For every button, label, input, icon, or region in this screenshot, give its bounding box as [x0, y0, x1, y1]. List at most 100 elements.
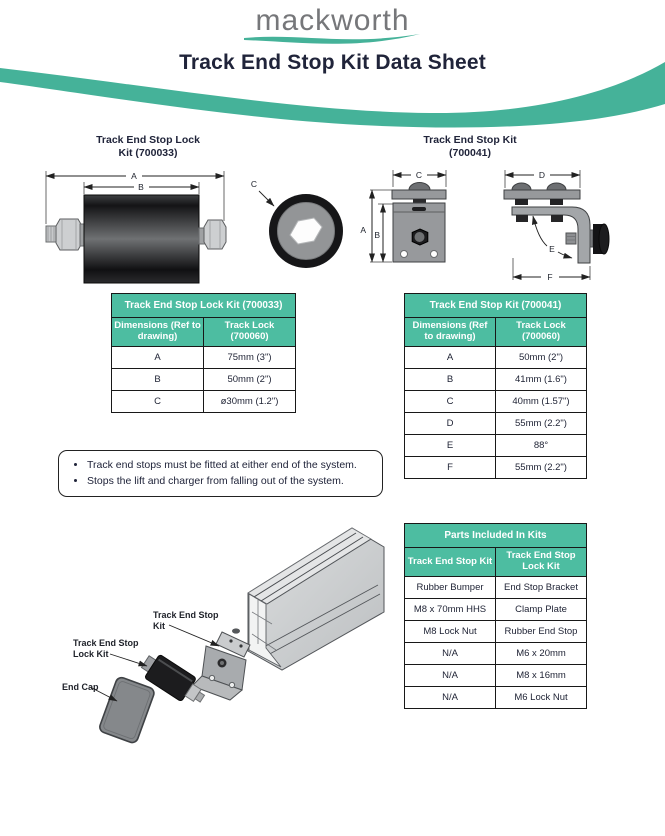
column-header-stop-kit: Track End Stop Kit: [404, 547, 496, 577]
end-cap: [99, 676, 155, 744]
notes-list: Track end stops must be fitted at either…: [59, 457, 382, 490]
table-cell: N/A: [404, 642, 496, 665]
note-item: Stops the lift and charger from falling …: [87, 473, 382, 489]
end-stop-bracket: [191, 628, 251, 701]
table-cell: M6 Lock Nut: [495, 686, 587, 709]
dome-bolt: [408, 182, 431, 191]
stop-kit-side-view: D E F: [503, 170, 610, 282]
stop-kit-drawing-title: Track End Stop Kit (700041): [370, 134, 570, 160]
table-cell: 40mm (1.57"): [495, 390, 587, 413]
dim-label-c: C: [251, 179, 257, 189]
top-plate-side: [503, 189, 581, 200]
lock-kit-drawing-title-line2: Kit (700033): [118, 147, 178, 159]
table-title: Parts Included In Kits: [404, 523, 587, 548]
table-cell: 55mm (2.2"): [495, 412, 587, 435]
lock-kit-dimensions-table: Track End Stop Lock Kit (700033) Dimensi…: [111, 293, 296, 413]
table-cell: B: [404, 368, 496, 391]
brand-logo: mackworth: [255, 4, 410, 37]
exploded-label-lock-kit-line1: Track End Stop: [73, 638, 139, 648]
table-title: Track End Stop Kit (700041): [404, 293, 587, 318]
stop-kit-front-view: C A B: [360, 170, 447, 263]
column-header-lock-kit: Track End Stop Lock Kit: [495, 547, 587, 577]
dim-label-b: B: [138, 182, 144, 192]
table-cell: Rubber Bumper: [404, 576, 496, 599]
lock-kit-leader-line: [109, 653, 148, 667]
right-bolt: [198, 219, 227, 250]
table-cell: N/A: [404, 664, 496, 687]
dim-label-a: A: [131, 171, 137, 181]
table-cell: End Stop Bracket: [495, 576, 587, 599]
column-header-dimensions: Dimensions (Ref to drawing): [111, 317, 204, 347]
column-header-track-lock: Track Lock (700060): [495, 317, 587, 347]
column-header-track-lock: Track Lock (700060): [203, 317, 296, 347]
table-cell: M8 x 16mm: [495, 664, 587, 687]
end-cap-leader-line: [89, 686, 118, 702]
dim-label-d: D: [539, 170, 545, 180]
header-wave: [0, 62, 665, 128]
c-leader-line: [258, 190, 275, 207]
stop-kit-drawing-title-line1: Track End Stop Kit: [423, 134, 517, 146]
rubber-cylinder: [83, 194, 200, 284]
table-cell: 41mm (1.6"): [495, 368, 587, 391]
lock-kit-drawing-title-line1: Track End Stop Lock: [96, 134, 200, 146]
stop-kit-drawing-title-line2: (700041): [448, 147, 492, 159]
exploded-label-end-cap: End Cap: [62, 682, 99, 692]
l-bracket: [511, 206, 591, 264]
table-cell: M6 x 20mm: [495, 642, 587, 665]
table-cell: M8 Lock Nut: [404, 620, 496, 643]
dim-label-f: F: [547, 272, 552, 282]
table-cell: C: [111, 390, 204, 413]
table-cell: F: [404, 456, 496, 479]
table-cell: C: [404, 390, 496, 413]
dim-label-c2: C: [416, 170, 422, 180]
stop-kit-dimensions-table: Track End Stop Kit (700041) Dimensions (…: [404, 293, 587, 479]
track-rail: [247, 527, 385, 671]
table-cell: 55mm (2.2"): [495, 456, 587, 479]
table-cell: D: [404, 412, 496, 435]
dim-label-e: E: [549, 244, 555, 254]
table-cell: 50mm (2"): [495, 346, 587, 369]
exploded-assembly-diagram: Track End Stop Kit Track End Stop Lock K…: [62, 527, 385, 744]
table-title: Track End Stop Lock Kit (700033): [111, 293, 296, 318]
lock-kit-side-view: A B: [45, 171, 343, 284]
table-cell: B: [111, 368, 204, 391]
table-cell: 75mm (3"): [203, 346, 296, 369]
note-item: Track end stops must be fitted at either…: [87, 457, 382, 473]
table-cell: Clamp Plate: [495, 598, 587, 621]
dim-label-a2: A: [360, 225, 366, 235]
logo-swoosh: [244, 34, 420, 44]
table-cell: M8 x 70mm HHS: [404, 598, 496, 621]
exploded-label-stop-kit-line2: Kit: [153, 621, 165, 631]
dim-label-b2: B: [374, 230, 380, 240]
notes-box: Track end stops must be fitted at either…: [58, 450, 383, 497]
rubber-end-stop: [565, 223, 610, 255]
exploded-label-stop-kit-line1: Track End Stop: [153, 610, 219, 620]
lock-kit-drawing-title: Track End Stop Lock Kit (700033): [48, 134, 248, 160]
table-cell: 50mm (2"): [203, 368, 296, 391]
parts-included-table: Parts Included In Kits Track End Stop Ki…: [404, 523, 587, 709]
table-cell: A: [111, 346, 204, 369]
top-plate: [391, 189, 447, 200]
column-header-dimensions: Dimensions (Ref to drawing): [404, 317, 496, 347]
stop-kit-leader-line: [168, 624, 220, 647]
table-cell: N/A: [404, 686, 496, 709]
table-cell: Rubber End Stop: [495, 620, 587, 643]
table-cell: E: [404, 434, 496, 457]
